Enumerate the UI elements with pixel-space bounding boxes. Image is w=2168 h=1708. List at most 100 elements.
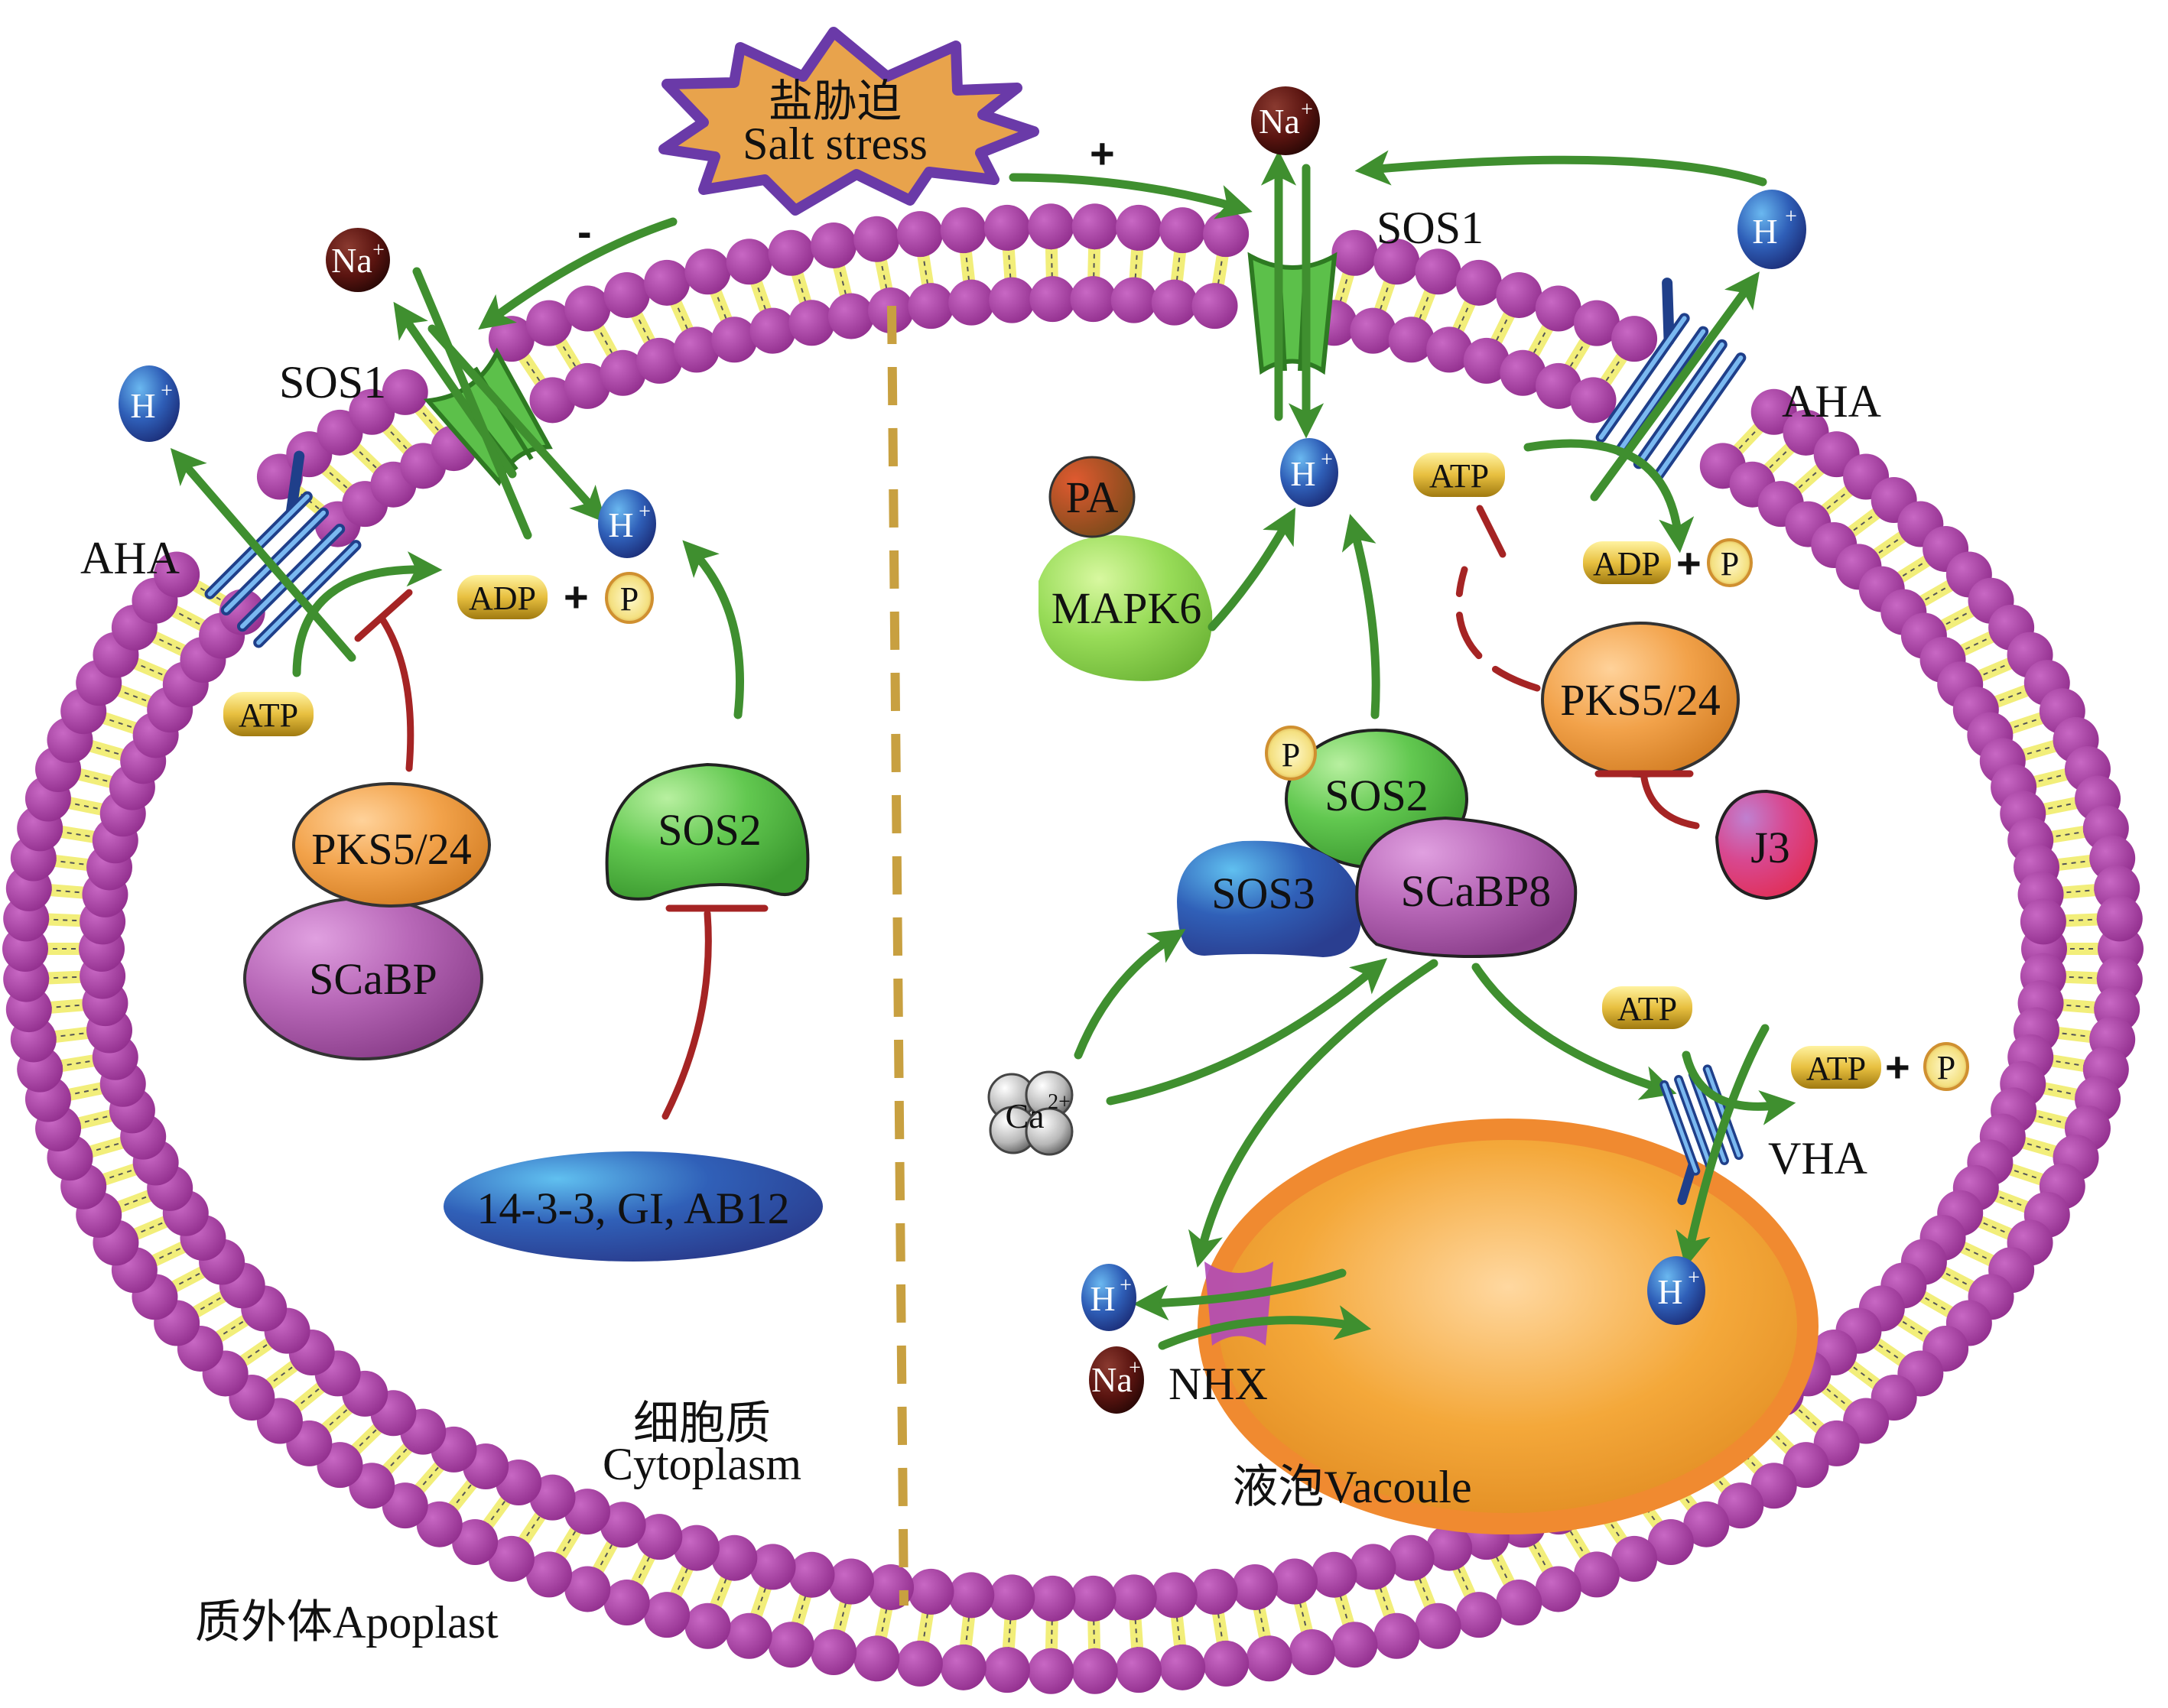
lipid-head-inner (1070, 276, 1117, 323)
left-inhibitors-inhibit-sos2 (661, 910, 712, 1120)
lipid-head-outer (1535, 285, 1581, 332)
right-pks-label: PKS5/24 (1560, 675, 1721, 725)
left-h-ion-cytoplasm: H + (598, 489, 656, 558)
svg-text:+: + (1321, 448, 1333, 472)
lipid-head-outer (853, 216, 900, 262)
lipid-head-outer (1455, 259, 1502, 306)
lipid-head-inner (673, 1525, 720, 1571)
lipid-head-inner (600, 1502, 646, 1548)
lipid-head-outer (896, 211, 943, 258)
lipid-head-outer (684, 248, 731, 295)
salt-stress-burst: 盐胁迫 Salt stress (658, 27, 1039, 216)
lipid-head-outer (853, 1635, 900, 1682)
lipid-head-outer (1611, 1535, 1658, 1582)
vacuole-label: 液泡Vacoule (1232, 1462, 1471, 1512)
vha-products-atp-pill: ATP (1791, 1046, 1881, 1089)
svg-text:P: P (620, 580, 639, 618)
lipid-head-outer (811, 1629, 857, 1676)
left-sos1-h-influx-arrow (427, 324, 606, 523)
left-na-ion: Na + (326, 228, 390, 292)
divider-dashed-line (887, 305, 908, 1606)
calcium-activates-scabp8-arrow (1106, 958, 1388, 1106)
svg-text:ATP: ATP (1617, 990, 1677, 1028)
lipid-head-outer (154, 551, 200, 598)
nhx-label: NHX (1169, 1359, 1268, 1409)
lipid-head-outer (1071, 203, 1118, 250)
lipid-head-outer (1203, 211, 1250, 258)
lipid-head-inner (1388, 1534, 1435, 1581)
vha-products-plus-sign: + (1885, 1043, 1910, 1091)
left-sos1-label: SOS1 (279, 357, 386, 408)
lipid-head-inner (1350, 307, 1396, 354)
nhx-h-efflux-arrow (1133, 1268, 1347, 1321)
lipid-head-outer (1028, 203, 1074, 250)
right-h-ion-cytoplasm: H + (1280, 438, 1338, 507)
lipid-head-inner (564, 1489, 610, 1535)
lipid-head-outer (1028, 1648, 1074, 1694)
svg-text:Na: Na (1259, 102, 1300, 141)
lipid-head-outer (1159, 207, 1206, 254)
left-sos2-label: SOS2 (658, 805, 761, 855)
left-aha-h-efflux-arrow (170, 448, 356, 662)
lipid-head-outer (1331, 229, 1378, 276)
lipid-head-outer (1574, 300, 1620, 346)
left-sos2-protein (605, 762, 810, 901)
lipid-head-inner (1151, 1572, 1198, 1619)
lipid-head-inner (1110, 277, 1157, 323)
left-sos1-strand (412, 267, 532, 540)
mapk6-protein (1038, 535, 1213, 681)
lipid-head-inner (788, 1551, 835, 1598)
lipid-head-outer (896, 1640, 943, 1687)
lipid-head-inner (1426, 326, 1473, 373)
svg-text:H: H (130, 386, 155, 425)
lipid-head-inner (1191, 1568, 1238, 1615)
lipid-head-outer (564, 1566, 611, 1612)
sos2-phosphorylation: P (1265, 726, 1317, 781)
svg-text:+: + (1120, 1274, 1132, 1297)
cytoplasm-label-en: Cytoplasm (603, 1439, 801, 1489)
left-scabp-label: SCaBP (309, 954, 437, 1004)
complex-activates-vha-arrow (1471, 963, 1677, 1100)
lipid-head-inner (711, 317, 758, 363)
scabp8-protein (1355, 816, 1578, 958)
lipid-head-outer (349, 388, 395, 435)
lipid-head-outer (564, 285, 611, 332)
lipid-head-outer (526, 300, 572, 346)
lipid-head-inner (827, 293, 874, 339)
salt-stress-inhibits-left-sos1-arrow (478, 217, 678, 330)
right-sos1-transporter (1247, 252, 1338, 375)
vha-h-influx-arrow (1676, 1024, 1770, 1268)
svg-text:+: + (161, 379, 173, 403)
left-h-ion-apoplast: H + (119, 365, 180, 442)
lipid-head-outer (1159, 1644, 1206, 1690)
lipid-head-outer (1116, 204, 1162, 251)
left-pks-protein (292, 782, 491, 908)
svg-text:+: + (1785, 205, 1797, 229)
j3-protein (1715, 789, 1819, 901)
lipid-head-inner (1463, 337, 1510, 384)
lipid-head-inner (1500, 349, 1546, 396)
left-pks-inhibition-bar (354, 589, 413, 642)
lipid-head-inner (948, 1572, 995, 1619)
svg-text:P: P (1937, 1049, 1955, 1086)
svg-text:Ca: Ca (1005, 1096, 1044, 1135)
lipid-head-inner (1231, 1564, 1278, 1610)
svg-text:H: H (1657, 1272, 1682, 1311)
vacuole-h-ion: H + (1647, 1256, 1705, 1325)
lipid-head-outer (684, 1602, 731, 1649)
plasma-membrane-bilayer (2, 203, 2144, 1694)
lipid-head-inner (2020, 898, 2066, 945)
right-pks-inhibition-bar (1476, 505, 1507, 558)
left-inhibitor-complex-label: 14-3-3, GI, AB12 (476, 1184, 789, 1233)
lipid-head-outer (1683, 1501, 1730, 1547)
svg-text:ADP: ADP (1593, 545, 1660, 583)
right-pks-inhibits-aha-dashed (1455, 566, 1541, 692)
svg-text:+: + (1129, 1356, 1141, 1380)
lipid-head-outer (1455, 1592, 1502, 1638)
lipid-head-outer (940, 1644, 986, 1690)
svg-text:+: + (1301, 98, 1313, 122)
svg-text:H: H (608, 505, 633, 544)
svg-text:+: + (1688, 1266, 1700, 1290)
lipid-head-outer (1718, 1482, 1764, 1529)
complex-activates-nhx-arrow (1188, 959, 1438, 1268)
